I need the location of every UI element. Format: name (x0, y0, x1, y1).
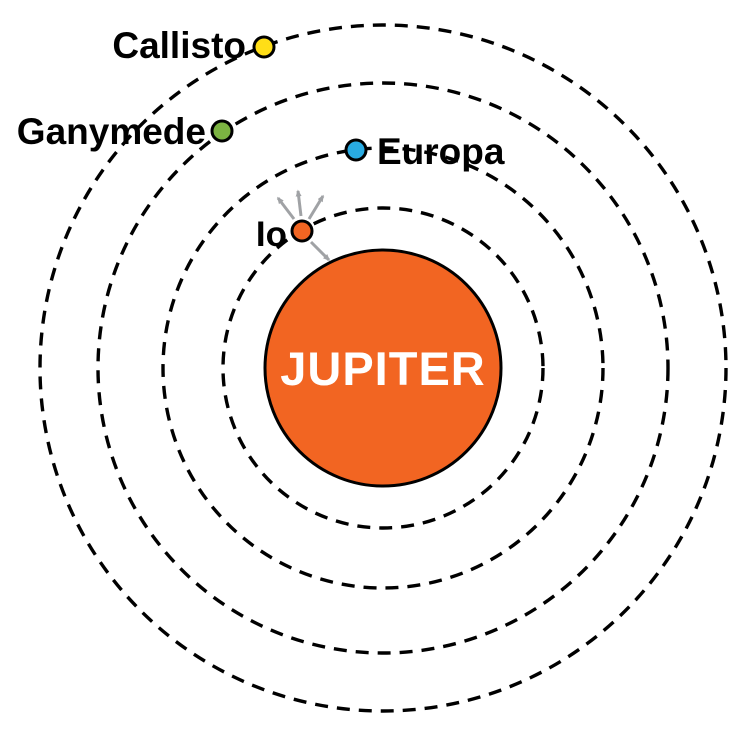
moon-ganymede-label: Ganymede (17, 111, 206, 152)
moon-ganymede (210, 119, 234, 143)
orbit-io (221, 206, 545, 530)
moon-europa-label: Europa (377, 131, 505, 172)
moon-callisto-label: Callisto (112, 25, 246, 66)
io-plume-arrows (276, 189, 331, 262)
orbit-callisto (38, 23, 728, 713)
moon-europa (344, 138, 368, 162)
plume-arrow-up-left (276, 196, 296, 220)
plume-arrow-up (295, 189, 303, 217)
orbit-ganymede (96, 81, 670, 655)
moon-io (290, 219, 314, 243)
orbit-rings (38, 23, 728, 713)
planet-jupiter-label: JUPITER (280, 342, 486, 395)
plume-arrow-down-right (309, 240, 331, 262)
moon-io-label: Io (256, 215, 287, 254)
plume-arrow-up-right (307, 194, 325, 220)
planet-jupiter (263, 248, 503, 488)
moon-callisto (252, 35, 276, 59)
orbit-europa (161, 146, 605, 590)
